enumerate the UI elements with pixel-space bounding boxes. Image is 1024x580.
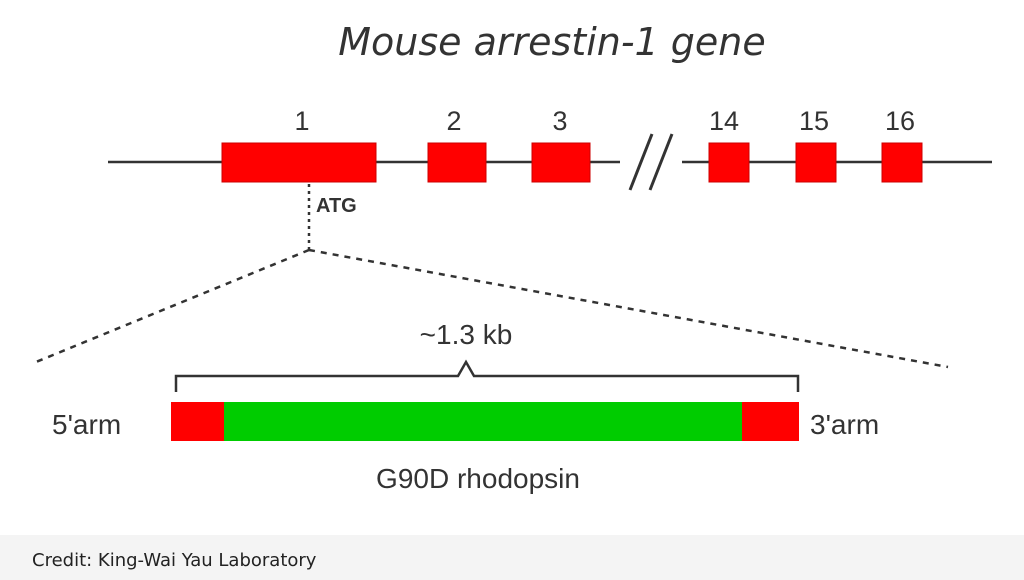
break-mark-2 — [648, 133, 674, 191]
credit-caption: Credit: King-Wai Yau Laboratory — [32, 550, 317, 571]
exon-box-14 — [708, 142, 750, 183]
gene-diagram: Mouse arrestin-1 gene 1 2 3 14 15 16 ATG… — [0, 0, 1024, 535]
exon-label-2: 2 — [446, 106, 461, 136]
size-label: ~1.3 kb — [420, 319, 513, 350]
diagram-canvas: Mouse arrestin-1 gene 1 2 3 14 15 16 ATG… — [35, 20, 992, 494]
zoom-line-left — [35, 248, 310, 364]
diagram-title: Mouse arrestin-1 gene — [338, 20, 766, 64]
exon-box-1 — [221, 142, 377, 183]
exon-label-3: 3 — [552, 106, 567, 136]
exon-label-15: 15 — [799, 106, 829, 136]
arm-3-box — [742, 402, 799, 441]
exon-label-14: 14 — [709, 106, 739, 136]
size-brace — [174, 359, 800, 392]
insert-box — [224, 402, 744, 441]
arm-3-label: 3'arm — [810, 409, 879, 440]
exon-box-15 — [795, 142, 837, 183]
insert-label: G90D rhodopsin — [376, 463, 580, 494]
break-mark-1 — [628, 133, 654, 191]
exon-box-3 — [531, 142, 591, 183]
exon-box-16 — [881, 142, 923, 183]
atg-label: ATG — [316, 195, 357, 217]
exon-label-16: 16 — [885, 106, 915, 136]
exon-label-1: 1 — [294, 106, 309, 136]
zoom-line-right — [308, 248, 949, 369]
arm-5-label: 5'arm — [52, 409, 121, 440]
exon-box-2 — [427, 142, 487, 183]
arm-5-box — [171, 402, 226, 441]
